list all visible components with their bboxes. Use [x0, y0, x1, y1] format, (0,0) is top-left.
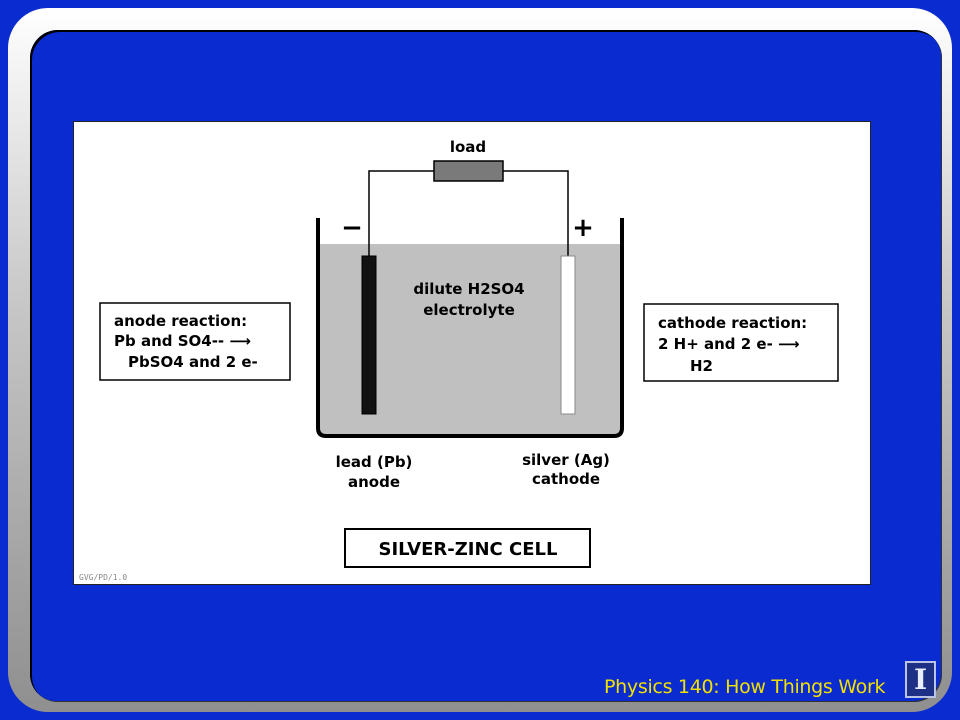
plus-sign: + [572, 213, 594, 243]
anode-reaction-box [99, 302, 291, 381]
minus-sign: − [341, 213, 363, 243]
diagram-title: SILVER-ZINC CELL [379, 539, 558, 560]
anode-reaction-line2: Pb and SO4-- ⟶ [114, 332, 251, 350]
diagram-panel: load − + dilute H2SO4 electrolyte anode … [73, 121, 871, 585]
load-label: load [450, 138, 486, 156]
logo-letter: I [913, 663, 928, 696]
cathode-label-line2: cathode [532, 470, 600, 488]
anode-reaction-line3: PbSO4 and 2 e- [128, 353, 258, 371]
cathode-reaction-box [643, 303, 839, 382]
cathode-reaction-line1: cathode reaction: [658, 314, 807, 332]
credit-text: GVG/PD/1.0 [79, 573, 127, 582]
anode-electrode [361, 255, 377, 415]
title-box [344, 528, 591, 568]
anode-label-line2: anode [348, 473, 400, 491]
cathode-wire [503, 170, 569, 256]
anode-wire [368, 170, 434, 256]
university-logo-icon: I [905, 661, 936, 698]
cathode-reaction-line3: H2 [690, 357, 713, 375]
anode-reaction-line1: anode reaction: [114, 312, 247, 330]
anode-label-line1: lead (Pb) [336, 453, 413, 471]
course-title: Physics 140: How Things Work [604, 676, 886, 698]
electrolyte-label-line1: dilute H2SO4 [413, 280, 524, 298]
cathode-label-line1: silver (Ag) [522, 451, 610, 469]
cell-diagram: load − + dilute H2SO4 electrolyte anode … [79, 138, 839, 582]
cathode-reaction-line2: 2 H+ and 2 e- ⟶ [658, 335, 800, 353]
cathode-electrode [560, 255, 576, 415]
beaker [316, 218, 624, 438]
load-resistor [433, 160, 504, 182]
electrolyte-label-line2: electrolyte [423, 301, 515, 319]
